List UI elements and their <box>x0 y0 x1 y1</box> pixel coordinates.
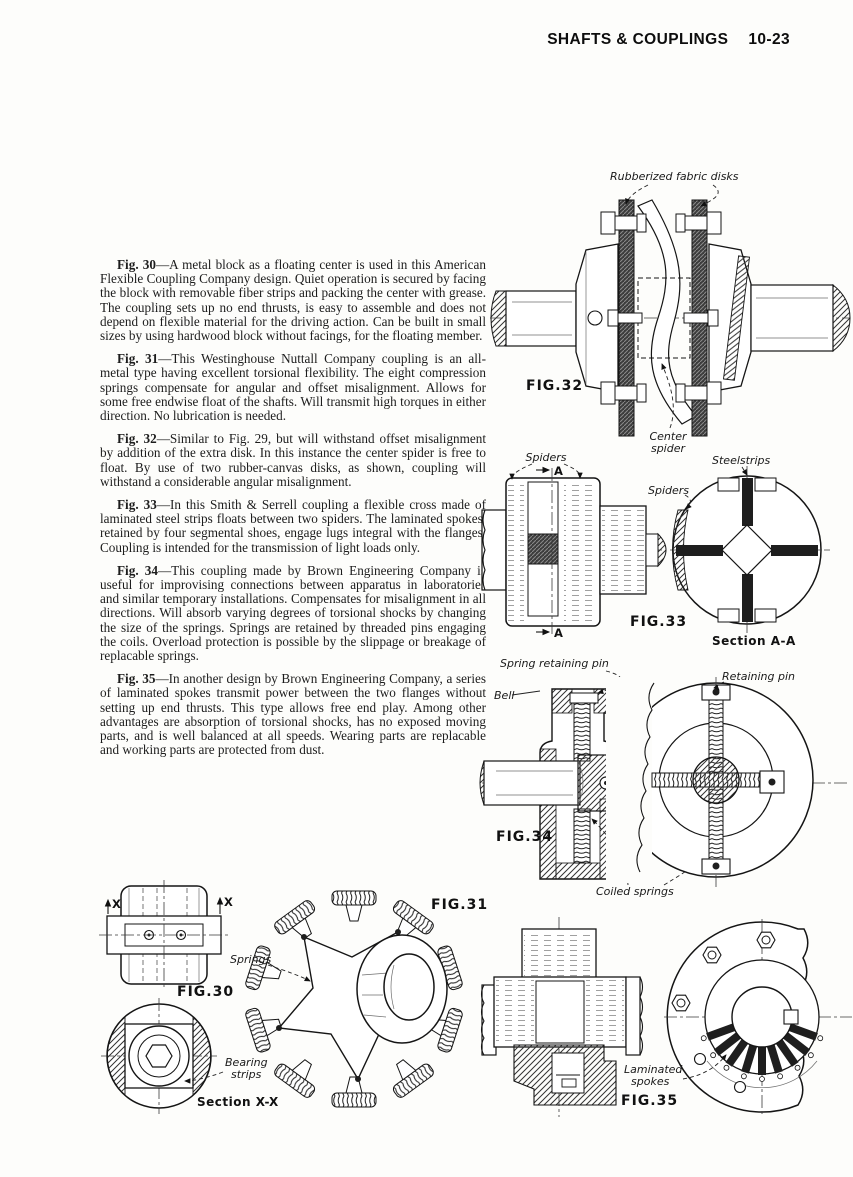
fig35-caption: FIG.35 <box>621 1093 678 1109</box>
page-header: SHAFTS & COUPLINGS 10-23 <box>0 31 790 49</box>
figure-33: Spiders A A Steelstrips Spiders FIG.33 S… <box>480 448 853 648</box>
left-shaft <box>505 290 577 347</box>
center-hub <box>692 756 740 804</box>
body-text-column: Fig. 30—A metal block as a floating cent… <box>100 257 486 767</box>
bore <box>383 953 435 1021</box>
fig34-drawing <box>479 670 848 887</box>
label-laminated-spokes-line1: Laminated <box>624 1063 683 1076</box>
bearing-strip-left <box>107 1016 126 1096</box>
steel-strip-left <box>676 545 723 556</box>
shaft <box>483 760 581 806</box>
fig31-drawing <box>243 890 465 1108</box>
fig32-illustration: Rubberized fabric disks FIG.32 Center sp… <box>490 170 851 455</box>
keyway <box>783 1009 799 1025</box>
steel-strip-top <box>742 478 753 526</box>
figure-30: X X FIG.30 Bearing strips Section X-X <box>95 878 295 1128</box>
paragraph-text: —This coupling made by Brown Engineering… <box>100 562 486 664</box>
bolts <box>600 211 722 405</box>
steel-strip-right <box>771 545 818 556</box>
bore <box>731 986 793 1048</box>
fig33-drawing <box>481 463 830 636</box>
paragraph-text: —In another design by Brown Engineering … <box>100 671 486 758</box>
label-spiders-right: Spiders <box>648 484 689 497</box>
paragraph-text: —In this Smith & Serrell coupling a flex… <box>100 497 486 555</box>
page-number: 10-23 <box>748 31 790 48</box>
fig32-caption: FIG.32 <box>526 378 583 394</box>
figure-reference-lead: Fig. 32 <box>117 431 157 447</box>
paragraph-text: —This Westinghouse Nuttall Company coupl… <box>100 351 486 424</box>
fig32-drawing <box>490 184 851 437</box>
figure-31: FIG.31 Springs <box>228 875 487 1137</box>
figure-reference-lead: Fig. 31 <box>117 351 159 367</box>
fig30-illustration: X X FIG.30 Bearing strips Section X-X <box>99 880 279 1114</box>
fig31-caption: FIG.31 <box>431 897 488 913</box>
label-section-marker-a-bottom: A <box>554 626 563 640</box>
fig33-caption: FIG.33 <box>630 614 687 630</box>
section-title: SHAFTS & COUPLINGS <box>547 31 729 48</box>
fig35-illustration: Laminated spokes FIG.35 <box>480 917 852 1117</box>
fig31-illustration: FIG.31 Springs <box>230 890 487 1108</box>
paragraph-fig-34: Fig. 34—This coupling made by Brown Engi… <box>100 562 486 664</box>
paragraph-fig-31: Fig. 31—This Westinghouse Nuttall Compan… <box>100 352 486 423</box>
paragraph-fig-32: Fig. 32—Similar to Fig. 29, but will wit… <box>100 432 486 489</box>
fig34-caption: FIG.34 <box>496 829 553 845</box>
spring-retaining-pin <box>569 692 599 704</box>
label-rubberized-fabric-disks: Rubberized fabric disks <box>610 170 739 183</box>
figure-reference-lead: Fig. 34 <box>117 562 158 578</box>
label-section-a-a: Section A-A <box>712 634 796 648</box>
label-section-marker-a-top: A <box>554 464 563 478</box>
label-steelstrips: Steelstrips <box>712 454 770 467</box>
figure-reference-lead: Fig. 35 <box>117 671 156 687</box>
center-cross-hub <box>721 524 773 576</box>
steel-strip-bottom <box>742 574 753 622</box>
figure-34: Spring retaining pin Bell Retaining pin … <box>478 653 853 901</box>
coil-spring-lower <box>573 808 591 864</box>
label-bell: Bell <box>494 689 514 702</box>
label-x-left: X <box>112 897 121 911</box>
label-spiders-left: Spiders <box>525 451 566 464</box>
paragraph-text: —A metal block as a floating center is u… <box>100 257 486 344</box>
bearing-strip-right <box>192 1016 211 1096</box>
label-center-spider-line1: Center <box>649 430 688 443</box>
label-bearing-strips-line2: strips <box>231 1068 262 1081</box>
label-x-right: X <box>224 895 233 909</box>
fig34-illustration: Spring retaining pin Bell Retaining pin … <box>479 657 848 898</box>
figure-35: Laminated spokes FIG.35 <box>478 913 853 1141</box>
label-springs: Springs <box>230 953 271 966</box>
label-center-spider-line2: spider <box>651 442 687 455</box>
paragraph-fig-33: Fig. 33—In this Smith & Serrell coupling… <box>100 497 486 555</box>
bore <box>145 1044 173 1068</box>
paragraph-text: —Similar to Fig. 29, but will withstand … <box>100 431 486 489</box>
figure-reference-lead: Fig. 33 <box>117 497 157 513</box>
label-bearing-strips-line1: Bearing <box>225 1056 268 1069</box>
label-laminated-spokes-line2: spokes <box>631 1075 670 1088</box>
label-spring-retaining-pin: Spring retaining pin <box>500 657 609 670</box>
figure-reference-lead: Fig. 30 <box>117 257 156 272</box>
right-shaft <box>750 284 834 352</box>
label-retaining-pin: Retaining pin <box>722 670 795 683</box>
label-section-x-x: Section X-X <box>197 1095 279 1109</box>
label-coiled-springs: Coiled springs <box>596 885 674 898</box>
fig33-illustration: Spiders A A Steelstrips Spiders FIG.33 S… <box>481 451 830 648</box>
coil-spring-upper <box>573 702 591 762</box>
fig35-drawing <box>480 917 852 1117</box>
paragraph-fig-35: Fig. 35—In another design by Brown Engin… <box>100 672 486 757</box>
fig30-drawing <box>99 880 229 1114</box>
fig30-caption: FIG.30 <box>177 984 234 1000</box>
paragraph-fig-30: Fig. 30—A metal block as a floating cent… <box>100 257 486 344</box>
figure-32: Rubberized fabric disks FIG.32 Center sp… <box>488 158 853 458</box>
